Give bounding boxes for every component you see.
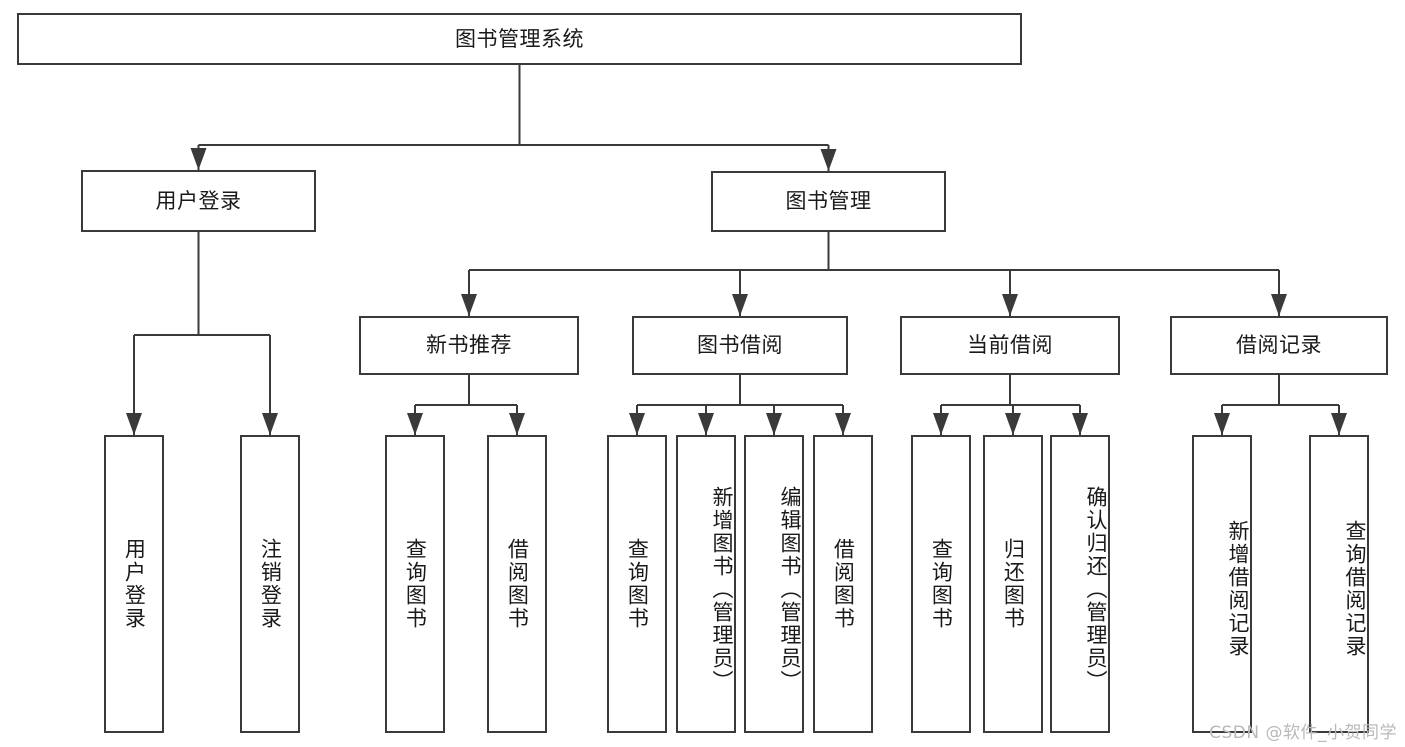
node-leaf-borrow-book-1[interactable]: 借阅图书 bbox=[487, 435, 547, 733]
arrow-head-current-borrow bbox=[1002, 294, 1018, 316]
node-leaf-borrow-book-2[interactable]: 借阅图书 bbox=[813, 435, 873, 733]
node-label: 新增借阅记录 bbox=[1226, 520, 1250, 658]
arrow-head-leaf-query-record bbox=[1331, 413, 1347, 435]
arrow-head-leaf-user-login bbox=[126, 413, 142, 435]
node-root[interactable]: 图书管理系统 bbox=[17, 13, 1022, 65]
node-label: 借阅图书 bbox=[505, 538, 530, 630]
arrow-head-leaf-query-book-2 bbox=[629, 413, 645, 435]
node-leaf-query-book-1[interactable]: 查询图书 bbox=[385, 435, 445, 733]
node-borrow-record[interactable]: 借阅记录 bbox=[1170, 316, 1388, 375]
node-leaf-add-book[interactable]: 新增图书（管理员） bbox=[676, 435, 736, 733]
node-leaf-edit-book[interactable]: 编辑图书（管理员） bbox=[744, 435, 804, 733]
node-label: 图书借阅 bbox=[697, 333, 783, 358]
node-leaf-user-login[interactable]: 用户登录 bbox=[104, 435, 164, 733]
node-leaf-confirm-return[interactable]: 确认归还（管理员） bbox=[1050, 435, 1110, 733]
arrow-head-leaf-edit-book bbox=[766, 413, 782, 435]
node-leaf-add-record[interactable]: 新增借阅记录 bbox=[1192, 435, 1252, 733]
arrow-head-leaf-query-book-1 bbox=[407, 413, 423, 435]
arrow-head-leaf-user-logout bbox=[262, 413, 278, 435]
node-book-manage[interactable]: 图书管理 bbox=[711, 171, 946, 232]
node-label: 查询借阅记录 bbox=[1343, 520, 1367, 658]
arrow-head-leaf-borrow-book-1 bbox=[509, 413, 525, 435]
node-label: 用户登录 bbox=[155, 188, 242, 213]
node-new-book-rec[interactable]: 新书推荐 bbox=[359, 316, 579, 375]
arrow-head-leaf-return-book bbox=[1005, 413, 1021, 435]
node-book-borrow[interactable]: 图书借阅 bbox=[632, 316, 848, 375]
arrow-head-user-login bbox=[190, 148, 207, 170]
arrow-head-leaf-add-record bbox=[1214, 413, 1230, 435]
arrow-head-book-borrow bbox=[732, 294, 748, 316]
node-label: 查询图书 bbox=[403, 538, 428, 630]
arrow-head-book-manage bbox=[820, 149, 837, 171]
node-label: 归还图书 bbox=[1001, 538, 1026, 630]
node-current-borrow[interactable]: 当前借阅 bbox=[900, 316, 1120, 375]
node-label: 查询图书 bbox=[625, 538, 650, 630]
node-label: 查询图书 bbox=[929, 538, 954, 630]
arrow-head-leaf-borrow-book-2 bbox=[835, 413, 851, 435]
node-user-login[interactable]: 用户登录 bbox=[81, 170, 316, 232]
arrow-head-borrow-record bbox=[1271, 294, 1287, 316]
node-label: 用户登录 bbox=[122, 538, 147, 630]
node-label: 确认归还（管理员） bbox=[1084, 485, 1108, 693]
arrow-head-leaf-confirm-return bbox=[1072, 413, 1088, 435]
node-label: 图书管理系统 bbox=[455, 26, 584, 51]
arrow-head-new-book-rec bbox=[461, 294, 477, 316]
node-leaf-query-book-2[interactable]: 查询图书 bbox=[607, 435, 667, 733]
node-leaf-return-book[interactable]: 归还图书 bbox=[983, 435, 1043, 733]
arrow-head-leaf-query-book-3 bbox=[933, 413, 949, 435]
node-label: 当前借阅 bbox=[967, 333, 1053, 358]
node-leaf-query-book-3[interactable]: 查询图书 bbox=[911, 435, 971, 733]
node-label: 借阅记录 bbox=[1236, 333, 1322, 358]
node-label: 新书推荐 bbox=[426, 333, 512, 358]
node-leaf-query-record[interactable]: 查询借阅记录 bbox=[1309, 435, 1369, 733]
node-leaf-user-logout[interactable]: 注销登录 bbox=[240, 435, 300, 733]
arrow-head-leaf-add-book bbox=[698, 413, 714, 435]
node-label: 新增图书（管理员） bbox=[710, 485, 734, 693]
node-label: 借阅图书 bbox=[831, 538, 856, 630]
node-label: 图书管理 bbox=[785, 189, 872, 214]
watermark-label: CSDN @软件_小贺同学 bbox=[1209, 723, 1397, 743]
node-label: 注销登录 bbox=[258, 538, 283, 630]
node-label: 编辑图书（管理员） bbox=[778, 485, 802, 693]
